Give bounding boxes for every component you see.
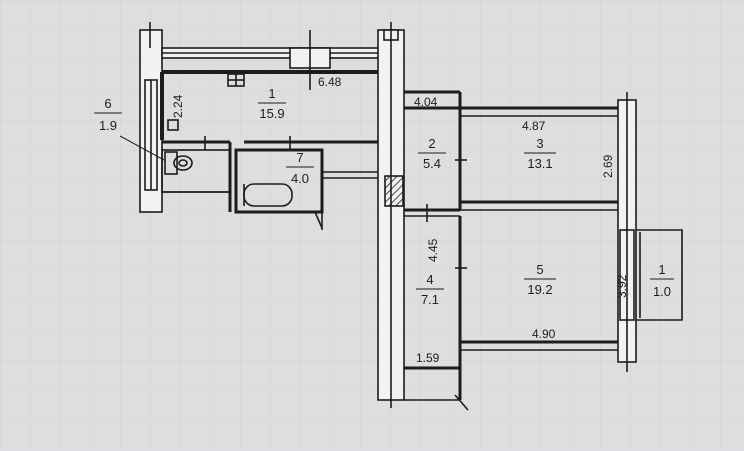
room3-walls [460,106,618,211]
room-6-number: 6 [104,96,111,111]
room-1-area: 15.9 [259,106,284,121]
room-1-number: 1 [268,86,275,101]
dim-room4-width: 1.59 [416,351,440,365]
dim-room4-depth: 4.45 [426,238,440,262]
dim-hall-width: 4.04 [414,95,438,109]
stove-icon [227,73,245,87]
bathtub-fixture [243,183,293,207]
room-2-area: 5.4 [423,156,441,171]
room-7-area: 4.0 [291,171,309,186]
hall-walls [404,90,467,222]
room4-walls [404,216,469,411]
room-5-number: 5 [536,262,543,277]
room-4-area: 7.1 [421,292,439,307]
toilet-walls [161,142,232,212]
ventilation-shaft [384,175,404,207]
balcony-area: 1.0 [653,284,671,299]
room-5-area: 19.2 [527,282,552,297]
room-4-number: 4 [426,272,433,287]
room5-walls [460,340,618,351]
dim-room3-depth: 2.69 [601,154,615,178]
kitchen-fixture-square [167,119,179,131]
balcony-outline [636,229,683,321]
dim-kitchen-width: 6.48 [318,75,342,89]
bath-walls [234,148,386,230]
balcony-number: 1 [658,262,665,277]
toilet-leader-line [119,135,165,161]
room-3-number: 3 [536,136,543,151]
room-7-number: 7 [296,150,303,165]
room-6-area: 1.9 [99,118,117,133]
dim-kitchen-depth: 2.24 [171,94,185,118]
room-2-number: 2 [428,136,435,151]
dim-room5-depth: 3.92 [615,274,629,298]
dim-room5-width: 4.90 [532,327,556,341]
room-3-area: 13.1 [527,156,552,171]
toilet-fixture [164,151,193,175]
dim-room3-width: 4.87 [522,119,546,133]
right-outer-wall [617,92,637,372]
central-wall [377,22,405,408]
